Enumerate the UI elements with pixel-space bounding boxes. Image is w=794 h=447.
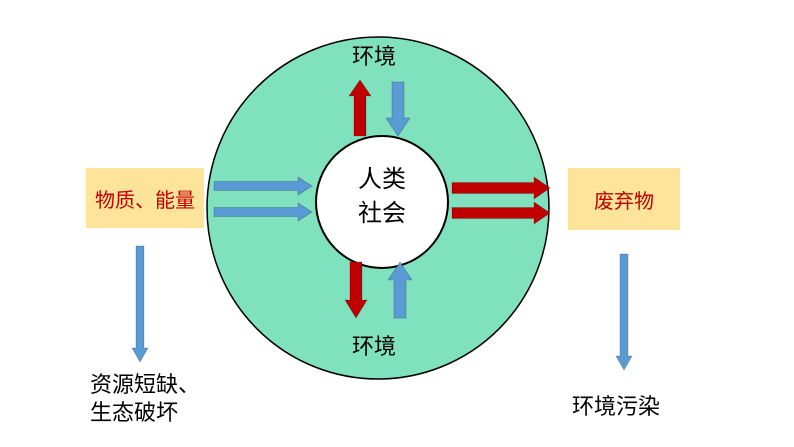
result-left-line-2: 生态破坏 <box>90 401 179 426</box>
human-society-label: 人类 社会 <box>318 162 446 230</box>
arrow-env-to-society-top <box>385 81 411 137</box>
arrow-output-2 <box>451 201 551 225</box>
material-energy-box: 物质、能量 <box>86 168 204 228</box>
human-society-circle <box>315 135 449 269</box>
center-line-1: 人类 <box>358 165 406 193</box>
environmental-pollution-label: 环境污染 <box>572 395 661 420</box>
arrow-input-2 <box>213 202 313 222</box>
environment-top-label: 环境 <box>352 45 397 70</box>
arrow-output-1 <box>451 176 551 200</box>
resource-shortage-label: 资源短缺、 生态破坏 <box>90 372 200 428</box>
arrow-to-resource-shortage <box>131 245 149 363</box>
waste-box: 废弃物 <box>568 168 680 230</box>
environment-bottom-label: 环境 <box>352 335 397 360</box>
arrow-society-to-env-bottom <box>344 261 368 319</box>
result-left-line-1: 资源短缺、 <box>90 373 201 398</box>
arrow-env-to-society-bottom <box>387 261 413 319</box>
arrow-society-to-env-top <box>348 79 372 137</box>
arrow-to-pollution <box>615 253 633 371</box>
arrow-input-1 <box>213 176 313 196</box>
center-line-2: 社会 <box>358 199 406 227</box>
